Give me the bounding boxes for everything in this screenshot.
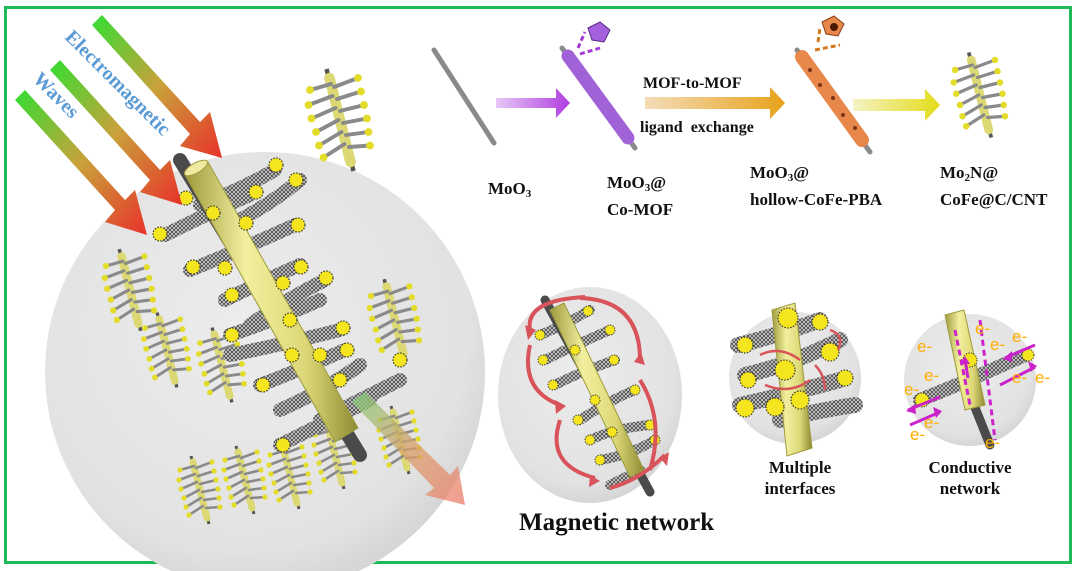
electron-label: e- (1012, 327, 1027, 346)
label-moo3-hollow-pba: MoO3@ hollow-CoFe-PBA (750, 163, 883, 209)
label-moo3-co-mof: MoO3@ Co-MOF (607, 173, 674, 219)
label-mo2n-cofe-c-cnt: Mo2N@ CoFe@C/CNT (940, 163, 1048, 209)
wave-arrow (92, 15, 222, 158)
label-multiple-interfaces: Multiple interfaces (764, 458, 836, 498)
wave-arrow (15, 90, 147, 235)
electron-label: e- (990, 335, 1005, 354)
electron-label: e- (917, 337, 932, 356)
magnetic-field-arrows (526, 295, 667, 490)
arrow-step-3 (853, 89, 940, 121)
co-mof-rod (559, 21, 638, 151)
conductive-network-sphere: e- e- e- e- e- e- e- e- e- e- e- (904, 309, 1050, 452)
label-moo3: MoO3 (488, 179, 532, 200)
electron-label: e- (1035, 368, 1050, 387)
electron-label: e- (904, 380, 919, 399)
cofe-nanoparticles (152, 157, 408, 453)
arrow-label-mof-to-mof: MOF-to-MOF (643, 75, 742, 92)
composite-network-sphere (45, 69, 485, 571)
sphere-background (45, 152, 485, 571)
electron-label: e- (924, 413, 939, 432)
electron-label: e- (924, 366, 939, 385)
mini-rod (305, 69, 374, 171)
label-conductive-network: Conductive network (928, 458, 1012, 498)
arrow-step-2 (645, 87, 785, 119)
electron-label: e- (910, 425, 925, 444)
final-product-rod (951, 53, 1009, 138)
arrow-step-1 (496, 88, 570, 118)
multiple-interfaces-sphere (729, 302, 863, 457)
moo3-rod (431, 47, 497, 146)
wave-arrow (50, 60, 182, 205)
attenuated-wave-arrow (352, 392, 465, 505)
pba-rod (794, 15, 873, 155)
electron-label: e- (985, 433, 1000, 452)
electron-label: e- (975, 319, 990, 338)
arrow-label-ligand-exchange: ligand exchange (640, 119, 754, 136)
magnetic-network-sphere (498, 287, 682, 503)
electron-labels: e- e- e- e- e- e- e- e- e- e- e- (904, 319, 1050, 452)
synthesis-pathway: MOF-to-MOF ligand exchange (431, 15, 1009, 155)
electron-label: e- (1012, 368, 1027, 387)
label-magnetic-network: Magnetic network (519, 509, 715, 536)
